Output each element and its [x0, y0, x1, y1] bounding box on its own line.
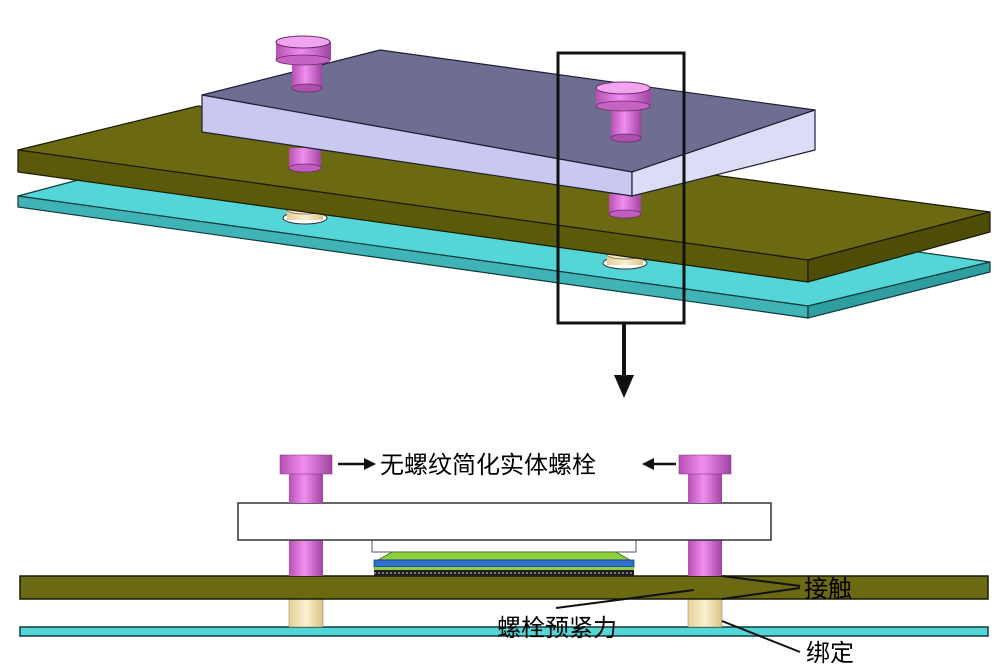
bolt-head-3d-left — [275, 35, 331, 93]
bond-label: 绑定 — [806, 639, 854, 667]
contact-label: 接触 — [804, 575, 852, 603]
spacer-2d-left — [288, 598, 324, 628]
leader-lines — [555, 575, 801, 653]
zoom-highlight-box — [556, 51, 686, 325]
top-plate-3d — [201, 49, 816, 197]
bolt-head-2d-left — [279, 454, 333, 475]
zoom-arrow — [614, 323, 634, 398]
pcb-board-3d — [17, 105, 991, 283]
bolt-shaft-2d-left-upper — [289, 474, 323, 503]
preload-label: 螺栓预紧力 — [497, 614, 617, 642]
bolt-note-label: 无螺纹简化实体螺栓 — [380, 451, 596, 479]
bolt-shaft-3d-right — [608, 194, 642, 219]
chip-stack-2d — [371, 539, 637, 576]
bolt-note-arrow-left — [338, 458, 376, 470]
bolt-shaft-2d-right-upper — [688, 474, 722, 503]
isometric-view — [17, 35, 991, 398]
bolt-head-3d-right — [595, 81, 651, 143]
bolt-shaft-3d-left — [288, 148, 322, 173]
bolt-head-2d-right — [678, 454, 732, 475]
spacer-2d-right — [687, 598, 723, 628]
bolt-note-arrow-right — [642, 458, 676, 470]
base-plate-2d — [19, 626, 989, 637]
section-view: 无螺纹简化实体螺栓 接触 螺栓预紧力 绑定 — [19, 451, 989, 667]
top-plate-2d — [237, 502, 772, 541]
